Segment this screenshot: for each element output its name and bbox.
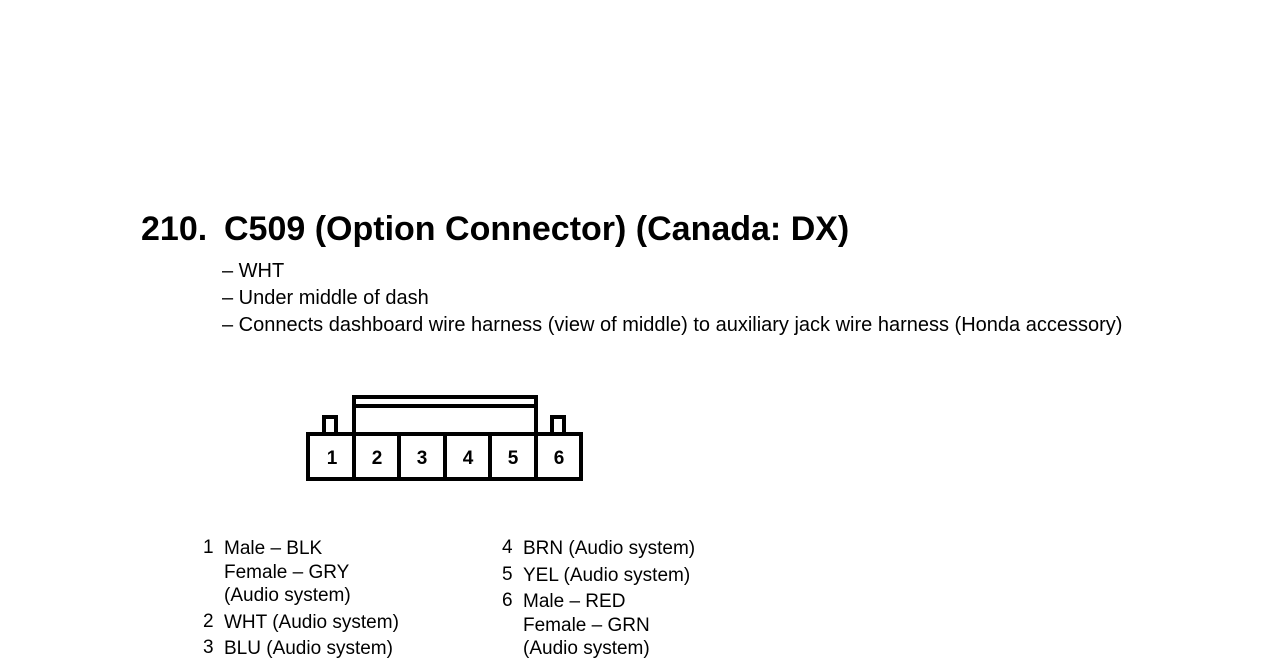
- pin-entry: 6 Male – RED Female – GRN (Audio system): [502, 590, 695, 661]
- pin-circuit: (Audio system): [523, 638, 650, 659]
- connector-details: – WHT – Under middle of dash – Connects …: [222, 258, 1122, 339]
- pin-entry: 2 WHT (Audio system): [203, 611, 399, 635]
- pin-label-1: 1: [327, 448, 338, 469]
- pin-wire-male: Male – RED: [523, 591, 626, 612]
- pin-wire: BLU (Audio system): [224, 638, 393, 659]
- pin-list-right: 4 BRN (Audio system) 5 YEL (Audio system…: [502, 537, 695, 661]
- pin-wire: WHT (Audio system): [224, 611, 399, 633]
- pin-number: 5: [502, 563, 513, 585]
- pin-wire: BRN (Audio system): [523, 538, 696, 559]
- pin-wire: YEL (Audio system): [523, 564, 691, 586]
- connector-title: C509 (Option Connector) (Canada: DX): [224, 210, 850, 248]
- detail-location: – Under middle of dash: [222, 287, 429, 309]
- pin-number: 2: [203, 610, 214, 632]
- pin-wire-female: Female – GRY: [224, 561, 350, 583]
- connector-latch: [352, 395, 538, 434]
- pin-number: 1: [203, 537, 214, 558]
- connector-diagram: 1 2 3 4 5 6: [306, 395, 583, 481]
- pin-label-5: 5: [508, 448, 519, 469]
- pin-entry: 3 BLU (Audio system): [203, 637, 399, 661]
- pin-label-6: 6: [554, 448, 565, 469]
- connector-right-tab: [550, 415, 566, 434]
- pin-label-4: 4: [463, 448, 474, 469]
- pin-number: 6: [502, 590, 513, 611]
- pin-entry: 4 BRN (Audio system): [502, 537, 695, 561]
- pin-label-3: 3: [417, 448, 428, 469]
- pin-entry: 1 Male – BLK Female – GRY (Audio system): [203, 537, 399, 608]
- pin-entry: 5 YEL (Audio system): [502, 564, 695, 588]
- pin-wire-male: Male – BLK: [224, 538, 323, 559]
- pin-number: 4: [502, 537, 513, 558]
- pin-wire-female: Female – GRN: [523, 614, 650, 636]
- page-title: 210. C509 (Option Connector) (Canada: DX): [141, 210, 849, 249]
- pin-circuit: (Audio system): [224, 585, 351, 606]
- pin-list-left: 1 Male – BLK Female – GRY (Audio system)…: [203, 537, 399, 661]
- pin-label-2: 2: [372, 448, 383, 469]
- detail-color: – WHT: [222, 260, 285, 282]
- connector-left-tab: [322, 415, 338, 434]
- pin-number: 3: [203, 637, 214, 658]
- detail-connection: – Connects dashboard wire harness (view …: [222, 314, 1123, 336]
- connector-index: 210.: [141, 210, 208, 248]
